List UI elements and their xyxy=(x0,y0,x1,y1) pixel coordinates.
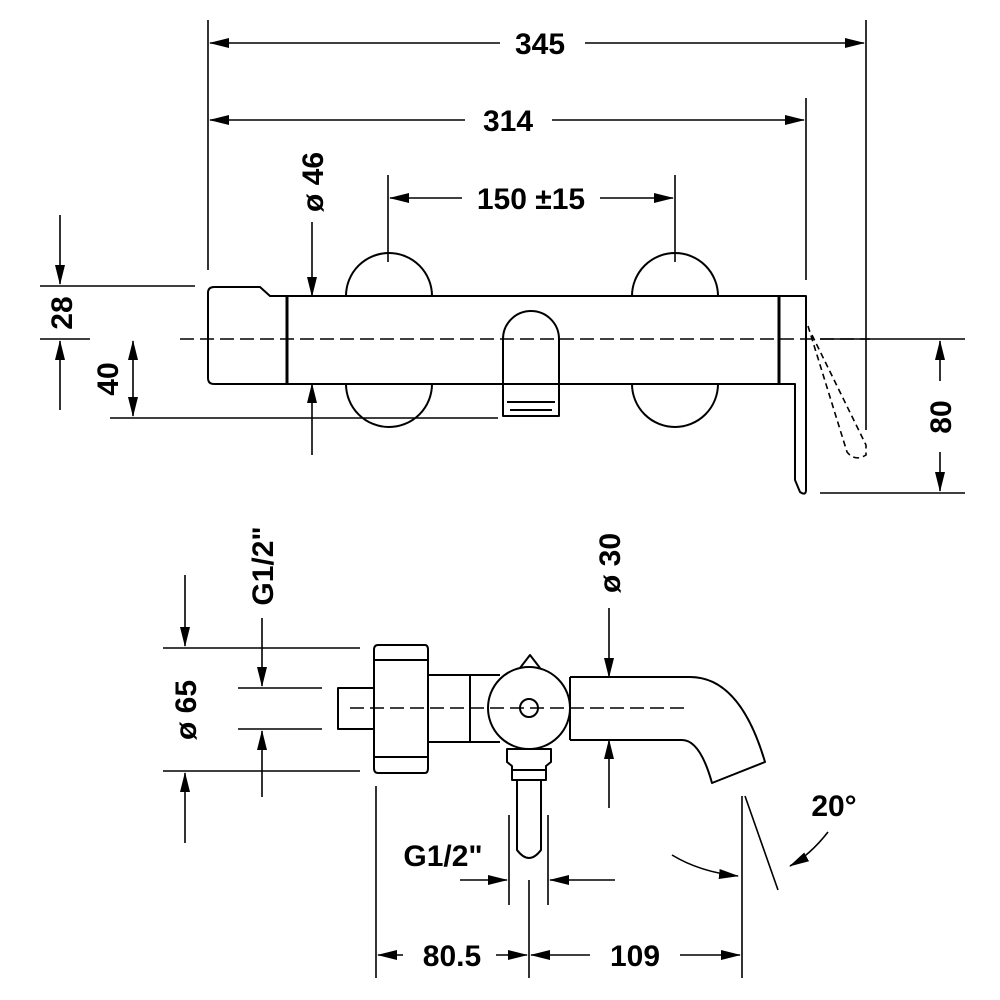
rosette-diameter-label: ø 65 xyxy=(170,680,203,740)
bottom-outlet xyxy=(506,748,552,859)
mixer-body xyxy=(207,286,781,385)
lever-height-label: 80 xyxy=(925,400,958,433)
offset-bottom-label: 40 xyxy=(92,362,125,395)
overall-width-label: 345 xyxy=(515,28,565,61)
dimension-bottom-distances: 80.5 109 xyxy=(375,786,743,978)
offset-top-label: 28 xyxy=(46,296,79,329)
dimension-centre-distance: 150 ±15 xyxy=(389,183,674,216)
side-view: ø 65 G1/2" ø 30 G1/2" xyxy=(163,526,857,978)
dimension-left-offsets: 28 40 xyxy=(40,215,498,419)
wall-to-axis-label: 80.5 xyxy=(423,940,481,973)
dimension-body-width: 314 xyxy=(209,105,805,138)
body-diameter-label: ø 46 xyxy=(297,152,330,212)
spout-side-view xyxy=(569,676,766,784)
dimension-overall-width: 345 xyxy=(209,28,865,61)
top-view: 345 314 150 ±15 ø 46 28 xyxy=(40,20,965,495)
dimension-inlet-thread: G1/2" xyxy=(247,526,280,797)
spout-angle-label: 20° xyxy=(811,790,856,823)
dimension-spout-angle: 20° xyxy=(671,790,857,891)
side-rosette xyxy=(373,644,429,774)
dimension-outlet-thread: G1/2" xyxy=(403,815,615,905)
dimension-rosette-diameter: ø 65 xyxy=(170,575,203,843)
spout-diameter-label: ø 30 xyxy=(594,533,627,593)
wall-rosettes xyxy=(345,252,719,428)
centre-distance-label: 150 ±15 xyxy=(477,183,585,216)
body-width-label: 314 xyxy=(483,105,533,138)
dimension-lever-height: 80 xyxy=(820,338,965,494)
outlet-thread-label: G1/2" xyxy=(403,840,482,873)
axis-to-spout-label: 109 xyxy=(610,940,660,973)
dimension-body-diameter: ø 46 xyxy=(297,152,330,455)
spout-top-view xyxy=(502,310,560,417)
lever-hub xyxy=(487,654,571,750)
dimension-spout-diameter: ø 30 xyxy=(594,533,627,808)
lever xyxy=(779,295,867,495)
inlet-thread-label: G1/2" xyxy=(247,526,280,605)
